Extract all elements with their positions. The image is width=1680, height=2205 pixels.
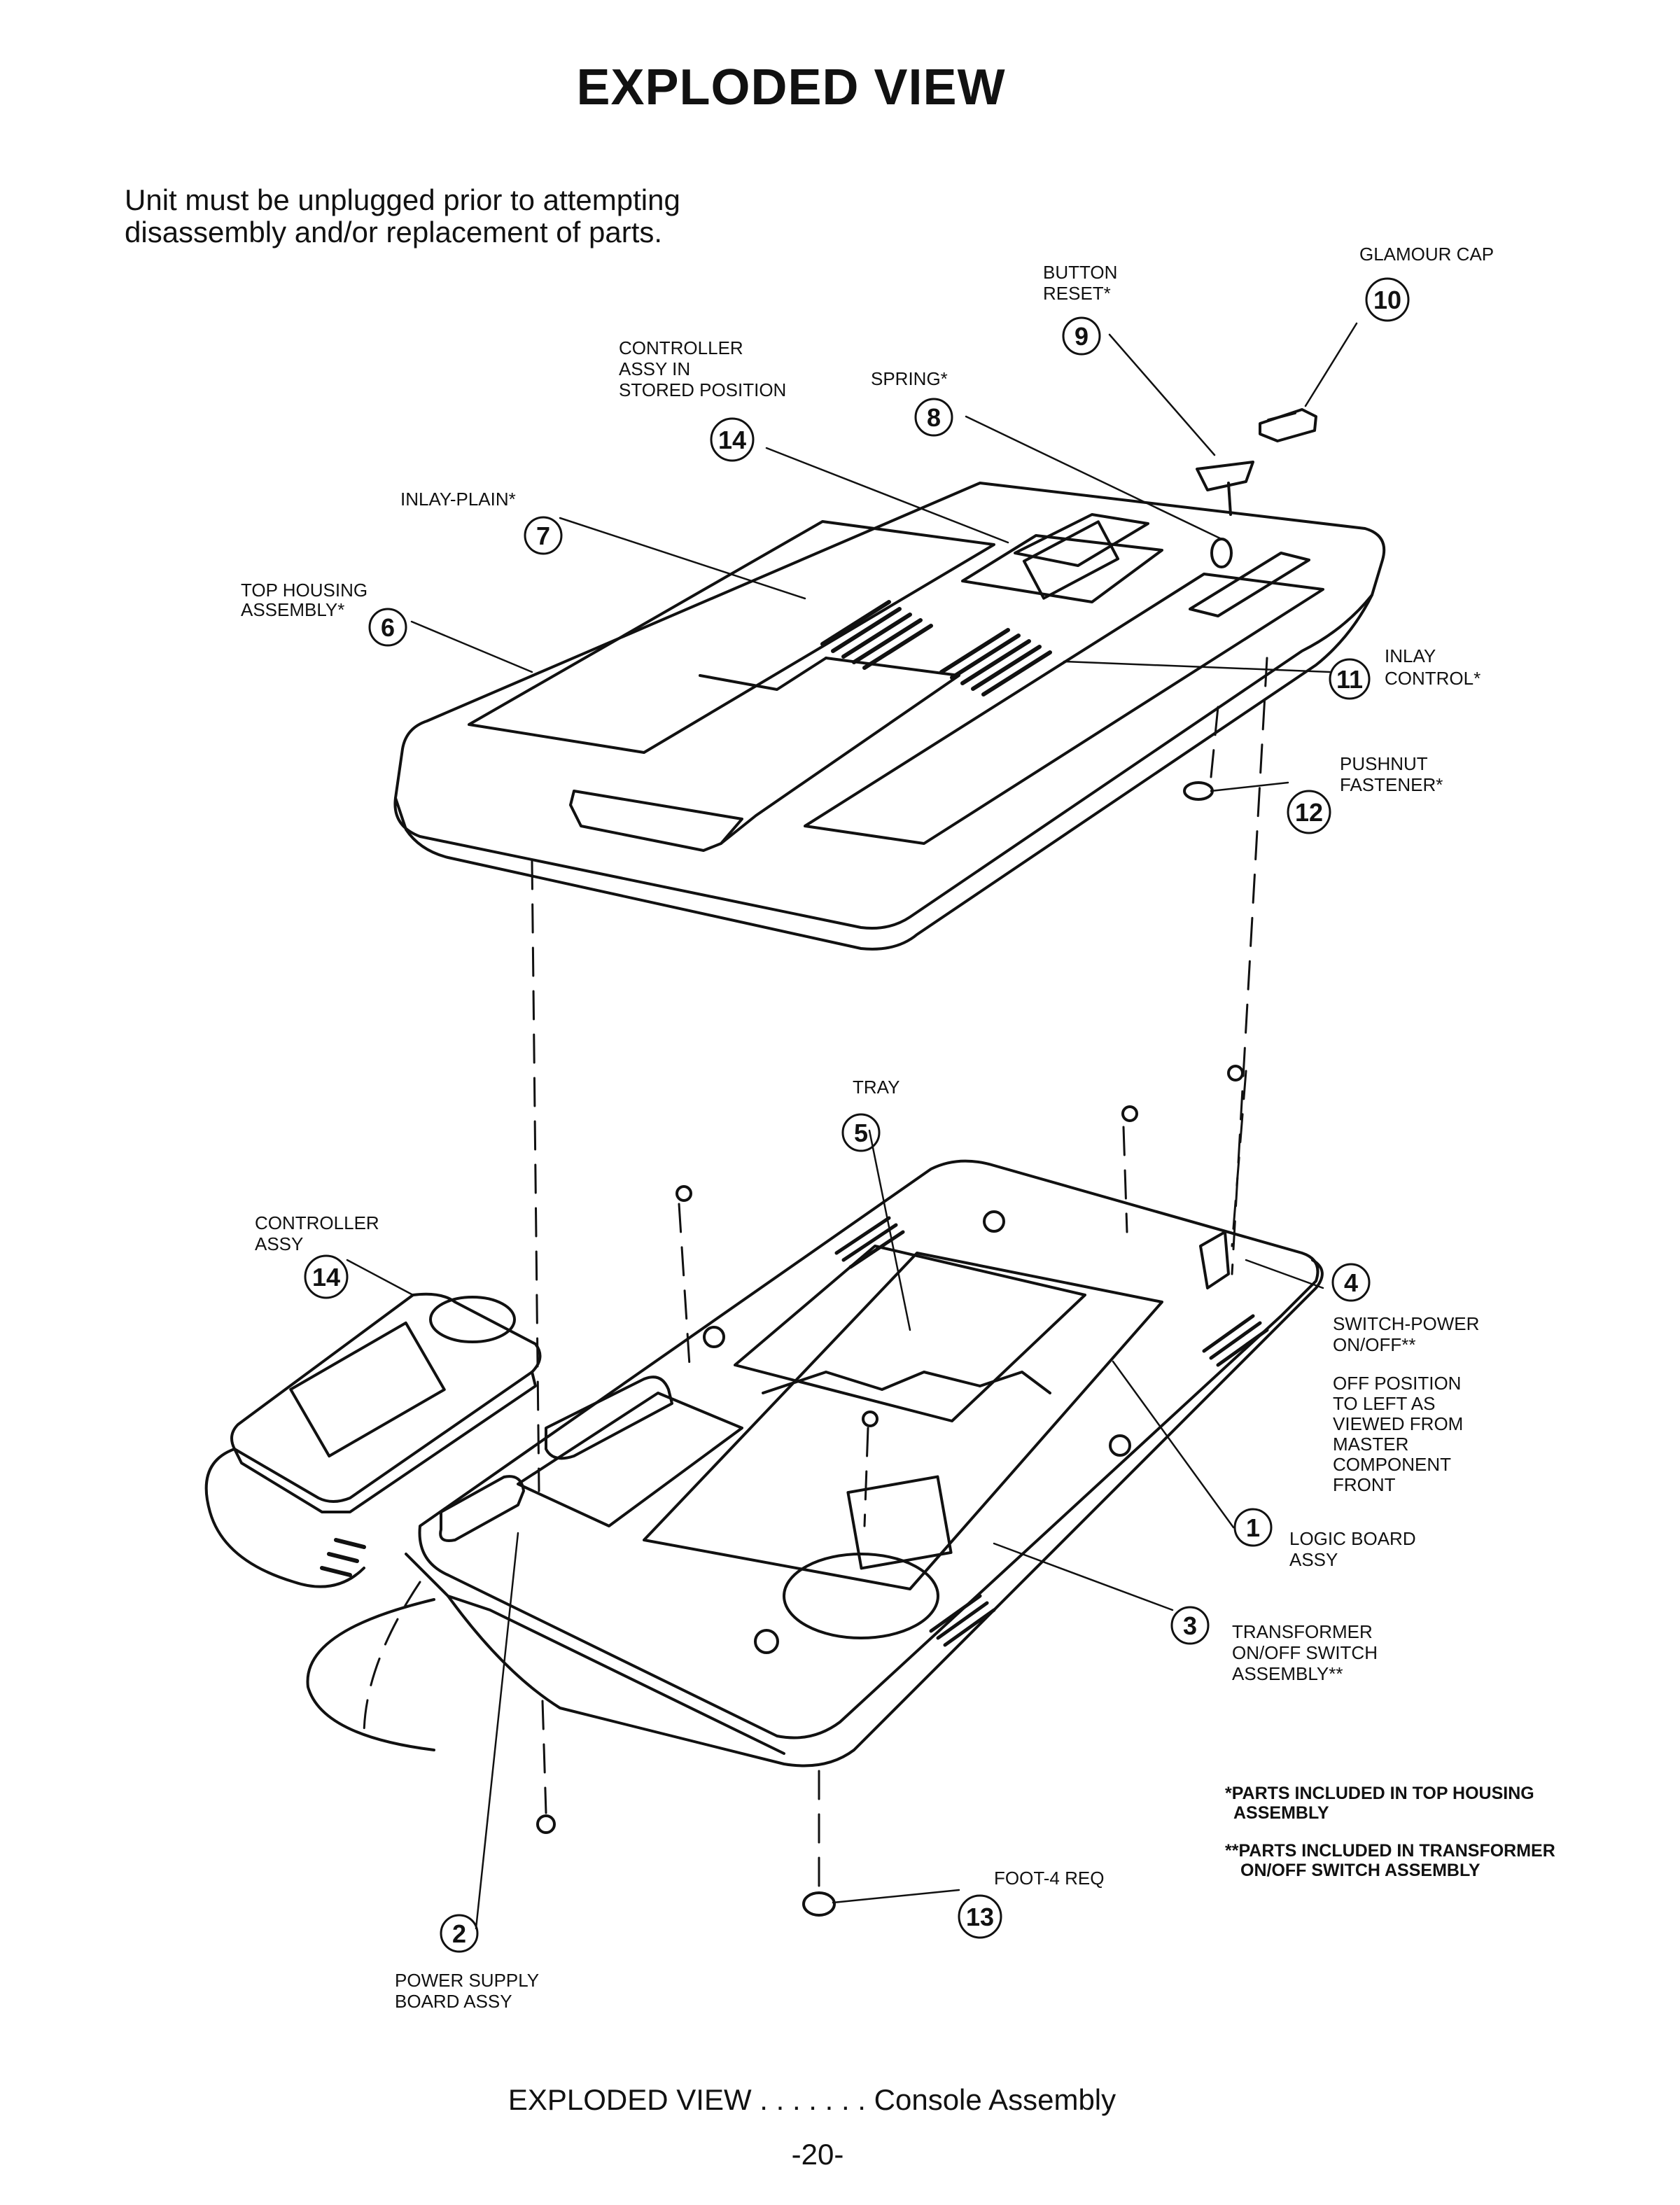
callout-label-3-line-3: ASSEMBLY** <box>1232 1663 1343 1684</box>
callout-label-10: GLAMOUR CAP <box>1359 244 1494 265</box>
callout-label-9-line-1: BUTTON <box>1043 262 1117 283</box>
callout-9 <box>1062 316 1101 356</box>
callout-label-14-controller-line-1: CONTROLLER <box>255 1212 379 1233</box>
callout-label-13: FOOT-4 REQ <box>994 1868 1104 1889</box>
callout-13 <box>958 1894 1002 1939</box>
callout-11 <box>1329 658 1371 700</box>
callout-label-14-stored-line-2: ASSY IN <box>619 358 690 379</box>
footnote-1-line-1: *PARTS INCLUDED IN TOP HOUSING <box>1225 1784 1534 1803</box>
callout-14-stored <box>710 417 755 462</box>
callout-number-14-stored: 14 <box>718 426 746 454</box>
callout-label-5: TRAY <box>853 1077 899 1098</box>
callout-number-9: 9 <box>1074 322 1088 351</box>
callout-note-4-line-5: COMPONENT <box>1333 1454 1451 1475</box>
callout-2 <box>440 1914 479 1953</box>
callout-label-3-line-2: ON/OFF SWITCH <box>1232 1642 1378 1663</box>
callout-number-5: 5 <box>854 1119 868 1147</box>
callout-12 <box>1287 790 1331 834</box>
callout-label-2-line-2: BOARD ASSY <box>395 1991 512 2012</box>
callout-1 <box>1233 1508 1273 1547</box>
callout-number-4: 4 <box>1344 1268 1358 1297</box>
assembly-guide-lines <box>363 657 1268 1891</box>
callout-label-1-line-2: ASSY <box>1289 1549 1338 1570</box>
callout-label-8: SPRING* <box>871 368 948 389</box>
tray-drawing <box>405 1065 1324 1917</box>
top-housing-drawing <box>393 408 1386 951</box>
callout-number-1: 1 <box>1246 1513 1260 1542</box>
callout-note-4-line-3: VIEWED FROM <box>1333 1413 1463 1434</box>
callout-number-7: 7 <box>536 522 550 550</box>
callout-label-14-stored-line-1: CONTROLLER <box>619 337 743 358</box>
callout-note-4-line-1: OFF POSITION <box>1333 1373 1461 1394</box>
callout-label-14-stored-line-3: STORED POSITION <box>619 379 786 400</box>
callout-number-12: 12 <box>1295 798 1323 827</box>
callout-10 <box>1365 277 1410 322</box>
callout-label-4-line-1: SWITCH-POWER <box>1333 1313 1479 1334</box>
callout-6 <box>368 608 407 647</box>
callout-note-4-line-2: TO LEFT AS <box>1333 1393 1435 1414</box>
callout-label-3-line-1: TRANSFORMER <box>1232 1621 1373 1642</box>
callout-number-14-controller: 14 <box>312 1263 340 1292</box>
callout-5 <box>841 1113 881 1152</box>
hand-controller-drawing <box>204 1292 542 1751</box>
footnote-1-line-2: ASSEMBLY <box>1233 1803 1329 1823</box>
callout-number-3: 3 <box>1183 1611 1197 1640</box>
callout-label-12-line-2: FASTENER* <box>1340 774 1443 795</box>
callout-label-12-line-1: PUSHNUT <box>1340 753 1428 774</box>
callout-label-2-line-1: POWER SUPPLY <box>395 1970 539 1991</box>
callout-label-4-line-2: ON/OFF** <box>1333 1334 1415 1355</box>
figure-caption: EXPLODED VIEW . . . . . . . Console Asse… <box>507 2083 1116 2116</box>
warning-text-line-2: disassembly and/or replacement of parts. <box>125 216 663 248</box>
callout-note-4-line-4: MASTER <box>1333 1434 1408 1455</box>
callout-number-8: 8 <box>927 403 941 432</box>
callout-number-13: 13 <box>966 1903 994 1931</box>
callout-8 <box>914 398 953 437</box>
callout-3 <box>1170 1606 1210 1645</box>
page-number: -20- <box>791 2138 844 2171</box>
callout-label-9-line-2: RESET* <box>1043 283 1111 304</box>
callout-number-10: 10 <box>1373 286 1401 314</box>
callout-number-2: 2 <box>452 1919 466 1948</box>
callout-4 <box>1331 1263 1371 1302</box>
callout-label-11-line-1: INLAY <box>1385 645 1436 666</box>
warning-text-line-1: Unit must be unplugged prior to attempti… <box>125 183 680 216</box>
leader-lines <box>346 322 1358 1930</box>
callout-7 <box>524 516 563 555</box>
callout-label-7: INLAY-PLAIN* <box>400 489 516 510</box>
callout-label-1-line-1: LOGIC BOARD <box>1289 1528 1416 1549</box>
page-title: EXPLODED VIEW <box>576 59 1006 115</box>
callout-note-4-line-6: FRONT <box>1333 1474 1396 1495</box>
callout-label-14-controller-line-2: ASSY <box>255 1233 303 1254</box>
callout-label-11-line-2: CONTROL* <box>1385 668 1480 689</box>
callout-label-6-line-2: ASSEMBLY* <box>241 599 344 620</box>
callout-number-11: 11 <box>1336 665 1363 694</box>
callout-number-6: 6 <box>381 613 395 642</box>
callout-label-6-line-1: TOP HOUSING <box>241 580 368 601</box>
footnote-2-line-1: **PARTS INCLUDED IN TRANSFORMER <box>1225 1841 1555 1861</box>
callout-14-controller <box>304 1254 349 1299</box>
footnote-2-line-2: ON/OFF SWITCH ASSEMBLY <box>1240 1861 1480 1880</box>
